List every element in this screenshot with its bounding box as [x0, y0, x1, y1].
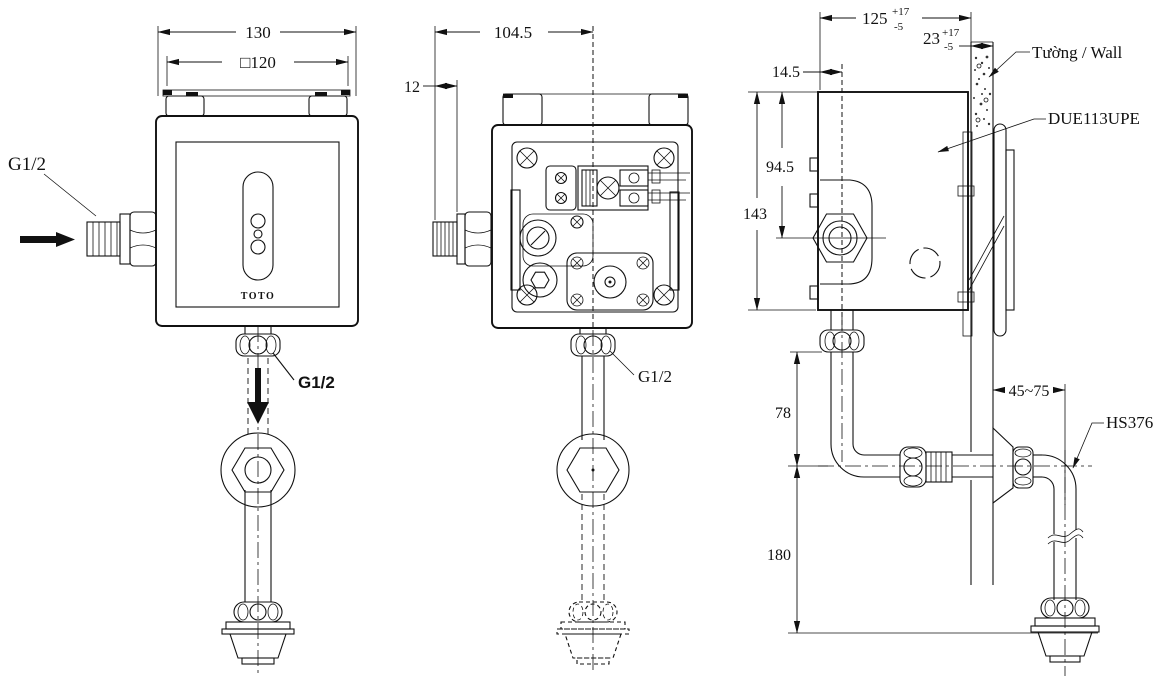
wall-label-group: Tường / Wall	[988, 43, 1122, 78]
front-outlet: G1/2	[235, 326, 335, 434]
internal-mounting-tabs	[502, 93, 689, 126]
brand-logo: TOTO	[241, 291, 276, 302]
inner-contour	[820, 179, 873, 285]
pipe-label-group: HS376	[1072, 413, 1153, 469]
dim-120: □120	[240, 53, 276, 72]
sensor-lens-top	[250, 213, 266, 229]
dim-125-tol-plus: +17	[892, 6, 910, 18]
internal-outlet-label: G1/2	[638, 367, 672, 386]
solenoid-wires	[648, 169, 690, 204]
pipe-label: HS376	[1106, 413, 1153, 432]
dim-130: 130	[245, 23, 271, 42]
dimension-wall-to-pipe: 45~75	[992, 383, 1066, 505]
model-label: DUE113UPE	[1048, 109, 1140, 128]
diaphragm-cover	[566, 252, 654, 311]
sensor-window	[242, 171, 274, 281]
dimension-wall-thickness: 23 +17 -5	[923, 27, 994, 53]
side-body	[809, 91, 1015, 337]
internal-outlet: G1/2	[570, 328, 672, 386]
dimension-body-width: 130	[157, 23, 357, 96]
dimension-plate-width: □120	[166, 53, 349, 86]
front-view: 130 □120	[8, 23, 359, 674]
terminal-plate	[545, 165, 577, 211]
dimension-pipe-drop: 180	[767, 465, 1098, 634]
wall-hatch-dots	[973, 55, 992, 127]
internal-frame	[511, 141, 679, 313]
dimension-center-offset: 104.5	[434, 23, 594, 220]
model-label-group: DUE113UPE	[937, 109, 1140, 153]
dim-143: 143	[743, 206, 767, 223]
dim-104-5: 104.5	[494, 23, 532, 42]
pipe-break-symbol	[1047, 528, 1084, 539]
dimension-outlet-offset: 14.5	[772, 64, 843, 330]
dim-180: 180	[767, 547, 791, 564]
dim-14-5: 14.5	[772, 64, 800, 81]
internal-body	[491, 124, 693, 329]
small-screw	[570, 215, 584, 229]
dim-23: 23	[923, 29, 940, 48]
flow-arrow-icon	[20, 232, 75, 247]
internal-view: 104.5 12	[404, 23, 693, 674]
dim-125: 125	[862, 9, 888, 28]
inlet-thread-label: G1/2	[8, 154, 46, 175]
dimension-body-height: 143	[743, 91, 818, 311]
corner-screws	[516, 147, 675, 306]
dimension-outlet-drop: 78	[775, 351, 828, 467]
flange-nut	[1012, 446, 1034, 489]
front-body: TOTO	[155, 115, 359, 327]
sensor-lens-bottom	[250, 239, 266, 255]
dimension-thread-length: 12	[404, 79, 458, 212]
front-inlet-fitting	[86, 211, 157, 267]
dim-45-75: 45~75	[1009, 383, 1050, 400]
mounting-bracket	[957, 131, 1005, 337]
outlet-thread-label: G1/2	[298, 373, 335, 392]
dim-78: 78	[775, 405, 791, 422]
dim-23-tol-plus: +17	[942, 27, 960, 39]
side-outlet-piping	[819, 310, 1084, 600]
side-view: 125 +17 -5 23 +17 -5 Tường / Wall DUE113…	[743, 6, 1153, 676]
threaded-nipple	[925, 451, 953, 483]
wall-label: Tường / Wall	[1032, 43, 1122, 62]
solenoid-valve	[577, 165, 690, 211]
cover-plate	[175, 141, 340, 308]
dim-23-tol-minus: -5	[944, 41, 954, 53]
right-rail	[669, 191, 680, 291]
mounting-tabs	[162, 89, 351, 117]
faceplate	[993, 123, 1015, 337]
internal-inlet-fitting	[432, 211, 492, 267]
dimension-rough-in: 125 +17 -5	[819, 6, 972, 90]
strainer-cap	[522, 262, 558, 298]
wall-section	[970, 41, 994, 585]
wall-flange	[992, 426, 1014, 505]
dim-12: 12	[404, 79, 420, 96]
dimension-inlet-depth: 94.5	[766, 91, 886, 239]
dim-94-5: 94.5	[766, 159, 794, 176]
flow-adjuster	[519, 213, 594, 267]
union-nut	[899, 446, 927, 488]
dim-125-tol-minus: -5	[894, 21, 904, 33]
conduit-port	[909, 247, 941, 279]
sensor-indicator	[253, 229, 263, 239]
inlet-label-group: G1/2	[8, 154, 97, 217]
